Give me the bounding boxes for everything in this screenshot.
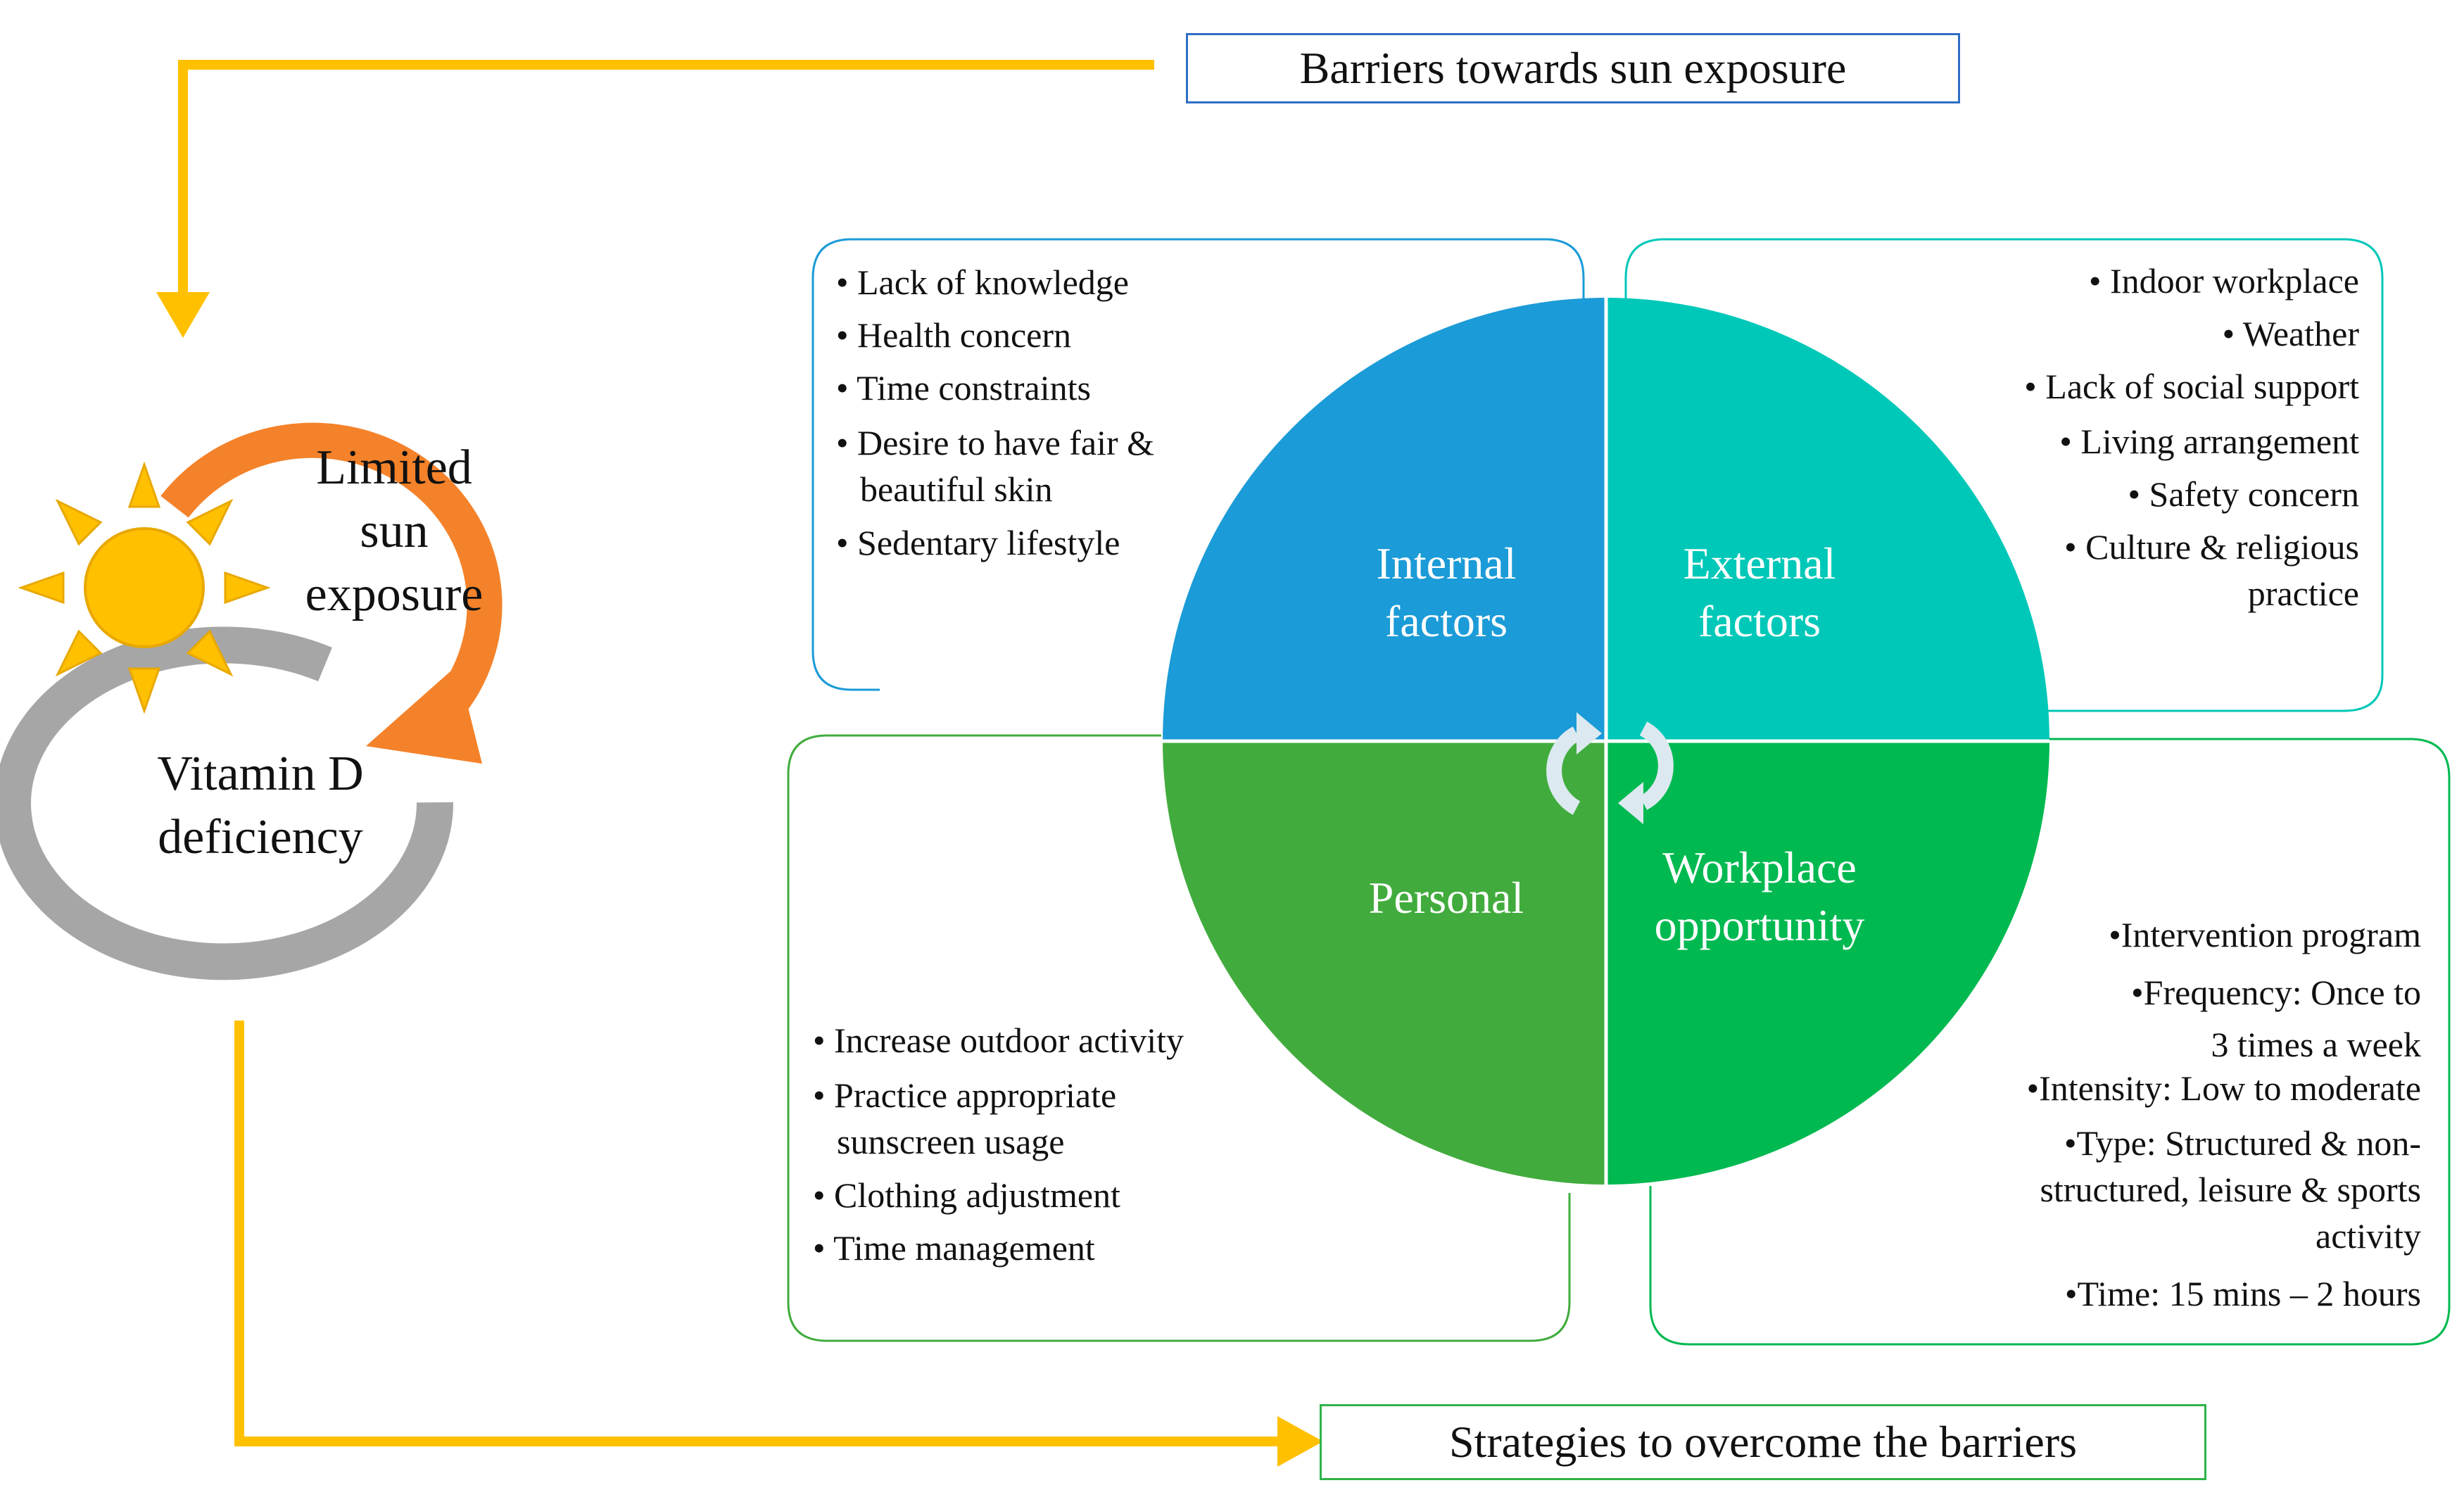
personal-label-line-1: Personal [1368, 873, 1524, 923]
list-item: beautiful skin [860, 469, 1053, 509]
arrow-cycle-to-strategies [234, 1021, 1323, 1467]
external-box-outline [1624, 238, 2384, 712]
list-item: sunscreen usage [837, 1122, 1065, 1161]
barriers-title-box: Barriers towards sun exposure [1186, 33, 1960, 103]
list-item: structured, leisure & sports [2040, 1170, 2421, 1209]
list-item: • Desire to have fair & [836, 423, 1155, 462]
quadrant-workplace [1606, 741, 2049, 1185]
list-item: •Intensity: Low to moderate [2026, 1068, 2421, 1108]
external-label-line-2: factors [1698, 596, 1821, 646]
vitamin-d-deficiency-label: Vitamin D deficiency [127, 743, 394, 869]
list-item: • Practice appropriate [813, 1075, 1117, 1115]
list-item: • Health concern [836, 315, 1072, 355]
list-item: • Weather [2222, 314, 2359, 353]
barriers-title: Barriers towards sun exposure [1299, 43, 1847, 93]
internal-label-line-1: Internal [1376, 538, 1517, 588]
limited-sun-arc-arrow [160, 422, 503, 715]
external-label-line-1: External [1683, 538, 1836, 588]
quadrant-personal [1163, 741, 1606, 1185]
vitamin-d-line-1: Vitamin D [157, 747, 364, 801]
list-item: • Safety concern [2128, 474, 2359, 514]
list-item: • Lack of social support [2024, 367, 2359, 406]
vitamin-d-line-2: deficiency [158, 810, 363, 864]
list-item: • Time constraints [836, 368, 1091, 408]
cycle-arrows-icon [1546, 712, 1674, 824]
list-item: activity [2315, 1216, 2421, 1256]
limited-sun-line-1: Limited [316, 441, 472, 495]
personal-strategies-list: • Increase outdoor activity • Practice a… [813, 1017, 1184, 1271]
list-item: • Culture & religious [2064, 527, 2359, 567]
list-item: • Increase outdoor activity [813, 1021, 1184, 1060]
limited-sun-arrowhead [366, 665, 482, 764]
list-item: • Sedentary lifestyle [836, 523, 1120, 562]
list-item: •Frequency: Once to [2131, 973, 2421, 1012]
sun-icon [18, 461, 271, 714]
workplace-strategies-list: •Intervention program •Frequency: Once t… [1942, 911, 2421, 1317]
list-item: •Time: 15 mins – 2 hours [2064, 1274, 2421, 1313]
list-item: • Lack of knowledge [836, 263, 1129, 302]
list-item: • Clothing adjustment [813, 1175, 1120, 1215]
external-factors-label: External factors [1636, 535, 1883, 650]
limited-sun-line-3: exposure [305, 567, 484, 621]
workplace-opportunity-label: Workplace opportunity [1619, 839, 1900, 954]
list-item: 3 times a week [2211, 1025, 2421, 1064]
external-factors-list: • Indoor workplace • Weather • Lack of s… [1900, 258, 2359, 617]
strategies-title: Strategies to overcome the barriers [1448, 1417, 2078, 1467]
limited-sun-line-2: sun [360, 504, 429, 558]
arrow-barriers-to-cycle [156, 60, 1154, 338]
personal-label: Personal [1323, 869, 1569, 927]
vitamin-d-ring [0, 626, 454, 980]
list-item: • Time management [813, 1228, 1095, 1268]
list-item: •Type: Structured & non- [2064, 1123, 2421, 1163]
internal-label-line-2: factors [1384, 596, 1508, 646]
list-item: practice [2247, 574, 2359, 613]
strategies-title-box: Strategies to overcome the barriers [1320, 1404, 2206, 1480]
personal-box-outline [787, 734, 1571, 1342]
quadrant-internal [1163, 298, 1606, 741]
list-item: • Living arrangement [2059, 422, 2359, 461]
workplace-label-line-1: Workplace [1662, 842, 1857, 892]
workplace-box-outline [1649, 738, 2451, 1346]
list-item: •Intervention program [2109, 915, 2421, 954]
quadrant-external [1606, 298, 2049, 741]
internal-box-outline [811, 238, 1585, 691]
limited-sun-exposure-label: Limited sun exposure [282, 436, 507, 626]
workplace-label-line-2: opportunity [1654, 900, 1865, 950]
list-item: • Indoor workplace [2088, 261, 2359, 301]
internal-factors-list: • Lack of knowledge • Health concern • T… [836, 259, 1154, 566]
internal-factors-label: Internal factors [1323, 535, 1569, 650]
